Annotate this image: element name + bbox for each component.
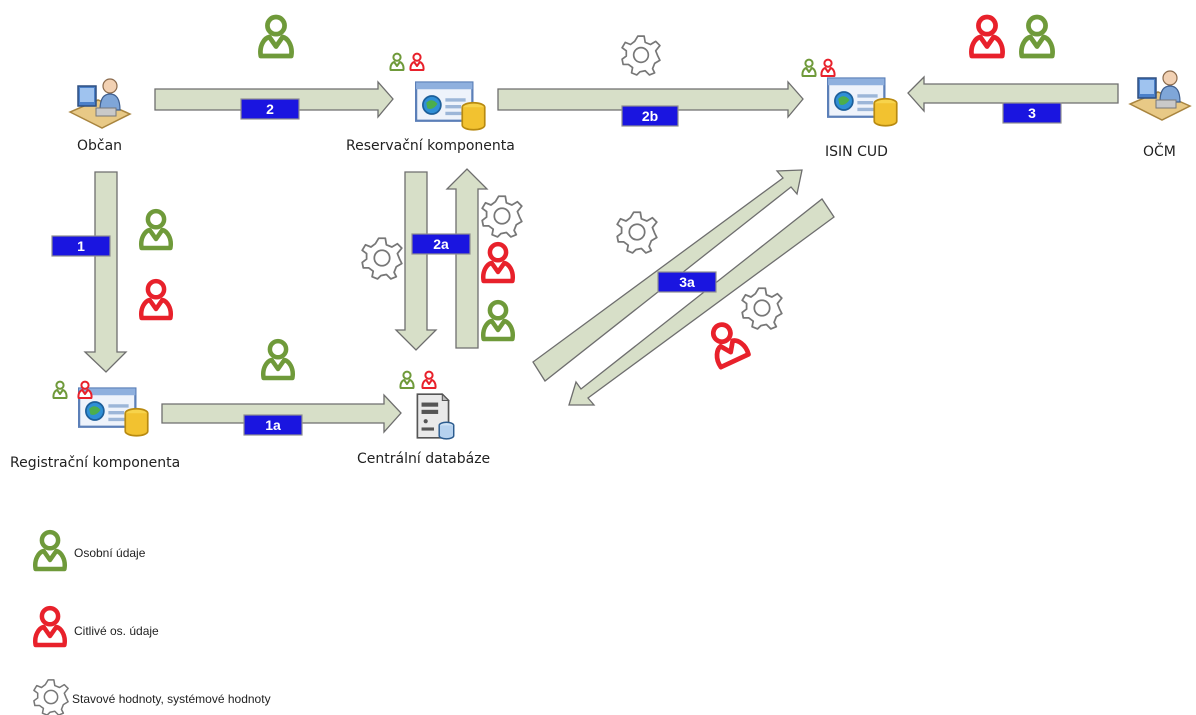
reservacni-sensitive-small-icon [409,52,425,72]
centralni-server-icon [416,393,455,440]
isin-webapp-icon [827,77,898,127]
flow-badge-2b-label: 2b [642,108,658,124]
flow-badge-3-label: 3 [1028,105,1036,121]
flow-3-personal-icon [1021,17,1052,56]
flow-badge-2a: 2a [411,233,471,255]
flow-2b-gear-icon [621,35,661,76]
reservacni-webapp-icon [415,81,486,131]
flow-3a-up-gear-icon [616,211,658,254]
legend-personal-icon [35,532,65,569]
flow-arrow-3 [907,75,1119,113]
flow-badge-1-label: 1 [77,238,85,254]
flow-2a-personal-icon [483,302,513,339]
legend-icons [33,532,69,715]
flow-arrow-2a-up [445,168,489,349]
node-label-reservacni: Reservační komponenta [346,138,515,154]
flow-badge-1: 1 [51,235,111,257]
flow-2a-down-gear-icon [361,237,403,280]
registracni-sensitive-small-icon [77,380,93,400]
flow-1-sensitive-icon [141,281,171,318]
flow-badge-3a-label: 3a [679,274,695,290]
flow-badge-2a-label: 2a [433,236,449,252]
flow-3a-down-gear-icon [741,287,783,330]
node-label-ocm: OČM [1143,144,1176,160]
flow-3-sensitive-icon [971,17,1002,56]
flow-badge-1a-label: 1a [265,417,281,433]
flow-arrow-1 [83,171,128,373]
legend-personal-label: Osobní údaje [74,546,146,560]
flow-arrow-1a [161,393,402,434]
flow-arrow-2a-down [394,171,438,351]
flow-arrow-2b [497,80,804,119]
flow-2a-up-gear-icon [481,195,523,238]
node-label-centralni: Centrální databáze [357,451,491,467]
legend-sensitive-label: Citlivé os. údaje [74,624,159,638]
flow-badge-2b: 2b [621,105,679,127]
legend-system-label: Stavové hodnoty, systémové hodnoty [72,692,271,706]
flow-badge-2-label: 2 [266,101,274,117]
flow-badges: 2 2b 3 1 1a 2a 3a [51,98,1062,436]
flow-badge-3a: 3a [657,271,717,293]
reservacni-personal-small-icon [389,52,405,72]
flow-3a-sensitive-icon [704,319,749,367]
flow-arrow-3a-down [568,198,835,406]
obcan-workstation-icon [69,78,131,129]
flow-1-personal-icon [141,211,171,248]
node-label-registracni: Registrační komponenta [10,455,181,471]
flow-badge-2: 2 [240,98,300,120]
legend-sensitive-icon [35,608,65,645]
isin-sensitive-small-icon [820,58,836,78]
node-label-isin: ISIN CUD [825,144,888,160]
centralni-sensitive-small-icon [421,370,437,390]
flow-1a-personal-icon [263,341,293,378]
flow-badge-3: 3 [1002,102,1062,124]
registracni-personal-small-icon [52,380,68,400]
ocm-workstation-icon [1129,70,1191,121]
arrows [83,75,1119,434]
flow-2-personal-icon [260,17,291,56]
isin-personal-small-icon [801,58,817,78]
node-label-obcan: Občan [77,138,123,154]
legend-gear-icon [33,679,69,715]
flow-badge-1a: 1a [243,414,303,436]
flow-2a-sensitive-icon [483,244,513,281]
centralni-personal-small-icon [399,370,415,390]
